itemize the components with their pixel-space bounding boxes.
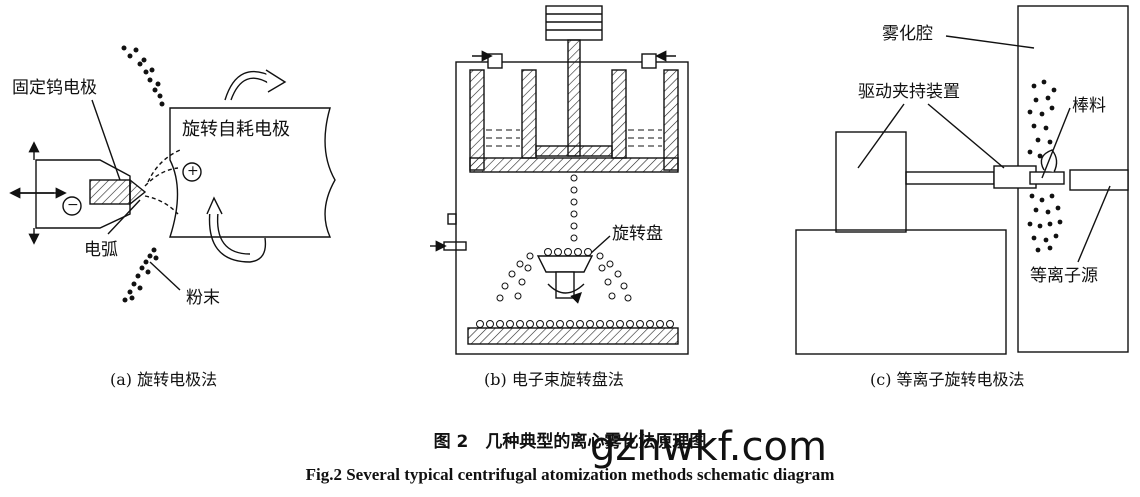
arc-lines xyxy=(144,167,179,187)
plasma-torch xyxy=(1069,169,1129,191)
figure-title-english: Fig.2 Several typical centrifugal atomiz… xyxy=(305,465,835,484)
caption-b: (b) 电子束旋转盘法 xyxy=(484,370,624,389)
label-rotating-consumable-electrode: 旋转自耗电极 xyxy=(182,119,290,140)
label-plasma-source: 等离子源 xyxy=(1030,266,1098,286)
droplets-b xyxy=(476,174,674,328)
drive-motor-upper xyxy=(835,131,907,233)
drive-shaft xyxy=(905,171,995,185)
label-arc: 电弧 xyxy=(84,240,118,260)
minus-sign: − xyxy=(67,197,79,213)
minus-terminal xyxy=(62,196,82,216)
powder-particles-c xyxy=(1027,79,1063,253)
label-drive-clamp-device: 驱动夹持装置 xyxy=(858,82,960,102)
label-powder: 粉末 xyxy=(186,288,220,308)
powder-particles-a xyxy=(121,45,165,303)
label-rotating-disk: 旋转盘 xyxy=(612,224,663,244)
tungsten-electrode-holder xyxy=(35,159,131,229)
label-atomization-chamber: 雾化腔 xyxy=(882,24,933,44)
panel-c-diagram xyxy=(795,5,1129,355)
rotating-disk xyxy=(536,255,594,273)
label-bar-stock: 棒料 xyxy=(1072,96,1106,116)
rotation-arrow-top xyxy=(224,69,274,100)
figure-title-chinese: 图 2 几种典型的离心雾化法原理图 xyxy=(433,432,707,452)
tungsten-electrode-tip xyxy=(89,179,131,205)
plus-sign: + xyxy=(187,163,199,179)
bar-stock xyxy=(1029,171,1065,185)
panel-b-diagram xyxy=(430,5,689,355)
panel-a-diagram xyxy=(9,69,336,291)
caption-a: (a) 旋转电极法 xyxy=(110,370,218,389)
plus-terminal xyxy=(182,162,202,182)
rotation-arrow-bottom xyxy=(208,209,267,263)
caption-c: (c) 等离子旋转电极法 xyxy=(870,370,1025,389)
drive-base xyxy=(795,229,1007,355)
watermark-text: gzhwkf.com xyxy=(590,424,827,470)
label-fixed-tungsten-electrode: 固定钨电极 xyxy=(12,78,97,98)
feed-rod xyxy=(567,39,581,157)
